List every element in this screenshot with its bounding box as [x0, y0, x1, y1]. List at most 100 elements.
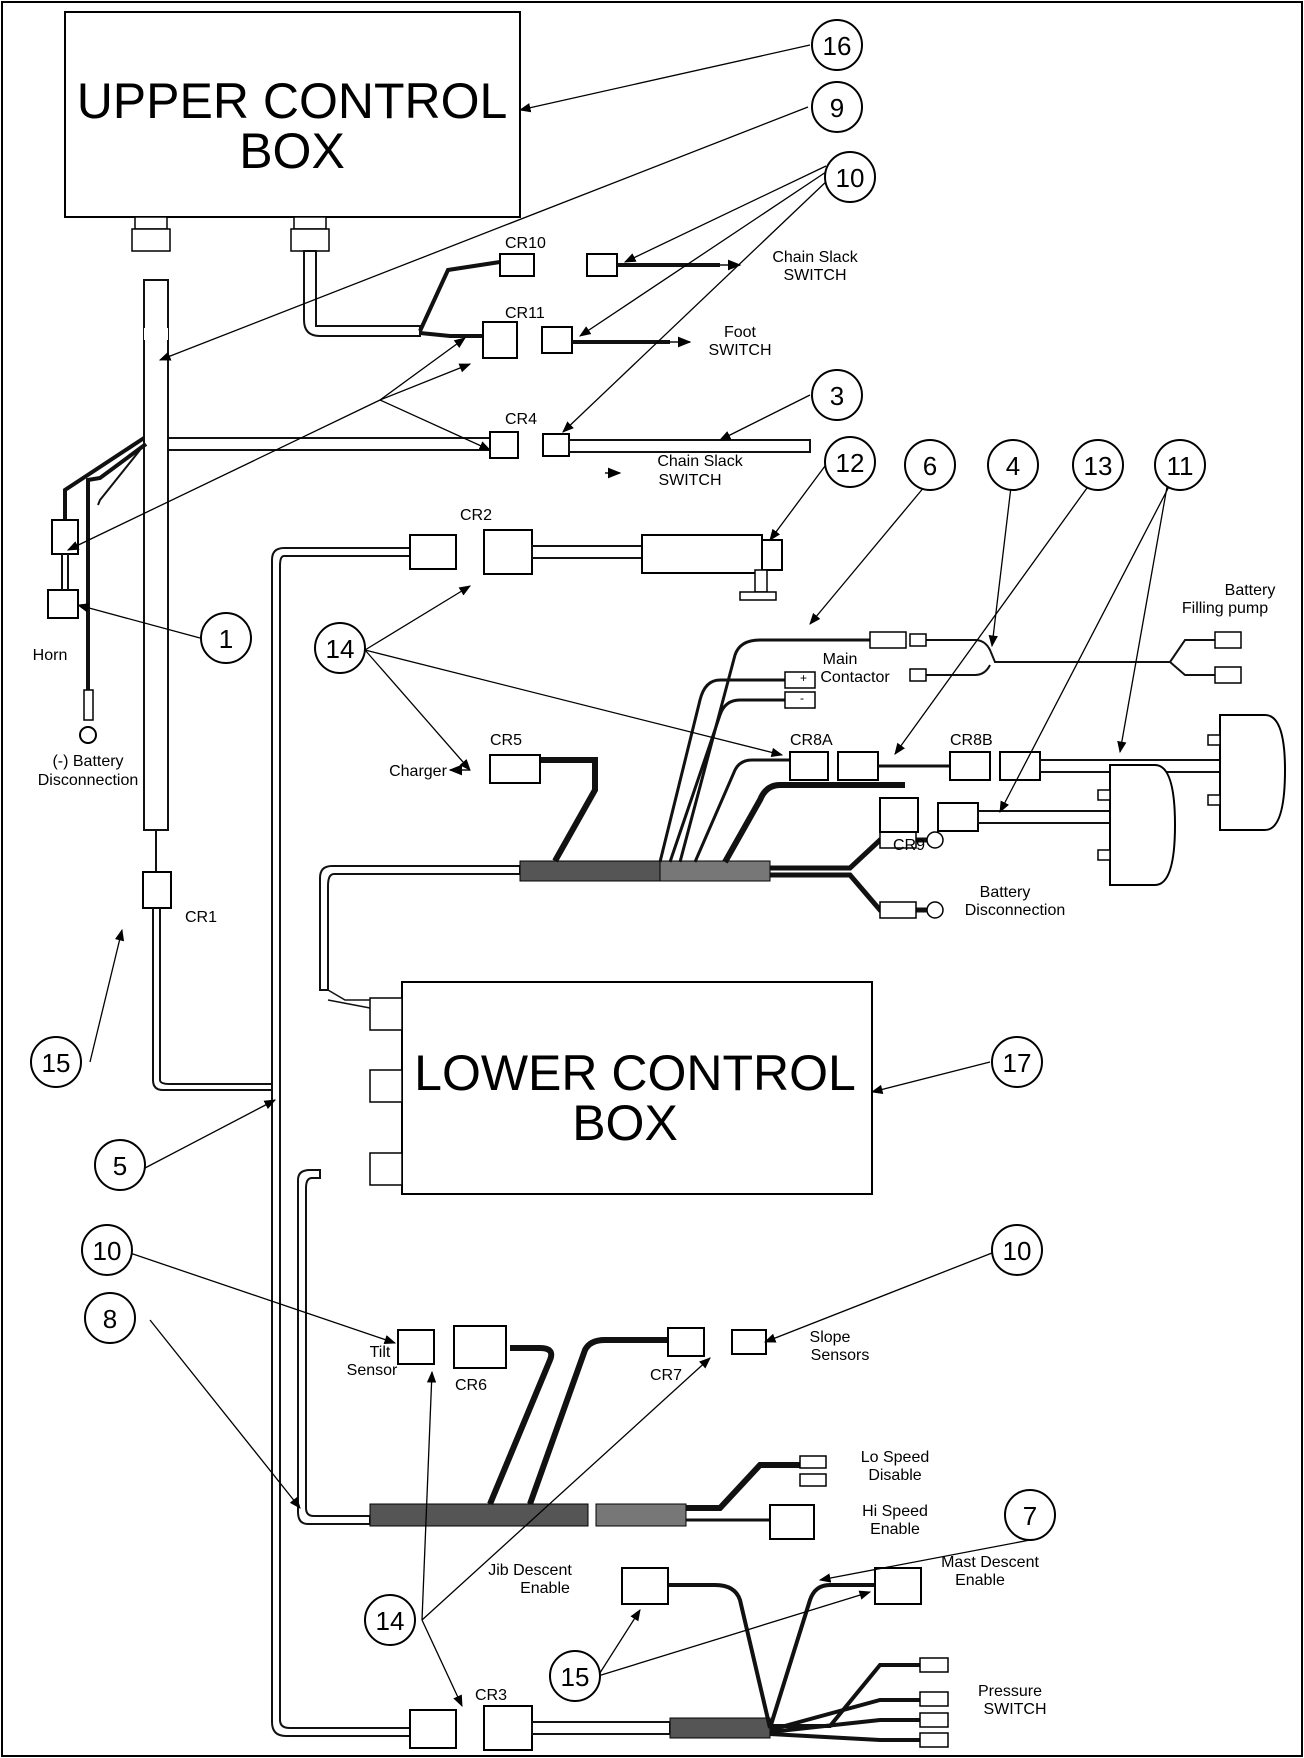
lower-box-title-line1: LOWER CONTROL [414, 1045, 856, 1101]
callout-12: 12 [824, 436, 876, 488]
label-mast-b: Enable [955, 1572, 1005, 1589]
lower-harness [297, 1169, 949, 1751]
svg-text:13: 13 [1084, 451, 1113, 481]
callout-9: 9 [811, 81, 863, 133]
upper-box-title-line1: UPPER CONTROL [77, 73, 508, 129]
callout-3: 3 [811, 369, 863, 421]
label-tilt-a: Tilt [370, 1344, 391, 1361]
callout-15-left: 15 [30, 1036, 82, 1088]
svg-text:10: 10 [836, 163, 865, 193]
label-battery-disc-right-a: Battery [980, 884, 1031, 901]
svg-text:7: 7 [1023, 1501, 1037, 1531]
leader-lines [66, 44, 1176, 1708]
svg-text:6: 6 [923, 451, 937, 481]
svg-text:16: 16 [823, 31, 852, 61]
callout-4: 4 [987, 439, 1039, 491]
svg-text:5: 5 [113, 1151, 127, 1181]
label-foot-b: SWITCH [708, 342, 771, 359]
svg-text:12: 12 [836, 448, 865, 478]
callout-10-right: 10 [991, 1224, 1043, 1276]
svg-text:4: 4 [1006, 451, 1020, 481]
label-cr3: CR3 [475, 1687, 507, 1704]
callout-14-bottom: 14 [364, 1594, 416, 1646]
svg-text:15: 15 [42, 1048, 71, 1078]
label-cr2: CR2 [460, 507, 492, 524]
lower-control-box: LOWER CONTROL BOX [401, 981, 873, 1195]
callout-15-bottom: 15 [549, 1650, 601, 1702]
callouts: 16 9 10 3 12 6 4 13 11 1 14 15 5 17 10 1… [30, 19, 1206, 1702]
svg-text:8: 8 [103, 1304, 117, 1334]
label-foot-a: Foot [724, 324, 757, 341]
upper-harness [47, 250, 811, 909]
lower-box-glands [369, 997, 403, 1186]
label-chain-slack-1a: Chain Slack [772, 249, 858, 266]
upper-box-glands [131, 216, 330, 252]
middle-harness [152, 529, 1287, 1737]
label-pressure-a: Pressure [978, 1683, 1042, 1700]
svg-text:17: 17 [1003, 1048, 1032, 1078]
callout-14-top: 14 [314, 622, 366, 674]
label-tilt-b: Sensor [347, 1362, 398, 1379]
callout-10-top: 10 [824, 151, 876, 203]
label-chain-slack-1b: SWITCH [783, 267, 846, 284]
label-slope-b: Sensors [811, 1347, 870, 1364]
svg-text:9: 9 [830, 93, 844, 123]
label-main-contactor-a: Main [823, 651, 858, 668]
lower-box-title-line2: BOX [572, 1095, 678, 1151]
callout-17: 17 [991, 1036, 1043, 1088]
label-mast-a: Mast Descent [941, 1554, 1039, 1571]
svg-text:11: 11 [1167, 451, 1194, 481]
label-slope-a: Slope [810, 1329, 851, 1346]
callout-10-left: 10 [81, 1224, 133, 1276]
label-lo-speed-a: Lo Speed [861, 1449, 930, 1466]
label-contactor-minus: - [800, 691, 804, 705]
label-chain-slack-2a: Chain Slack [657, 453, 743, 470]
svg-text:14: 14 [376, 1606, 405, 1636]
label-cr8a: CR8A [790, 732, 833, 749]
label-battery-fill-b: Filling pump [1182, 600, 1268, 617]
upper-box-title-line2: BOX [239, 123, 345, 179]
label-charger: Charger [389, 763, 447, 780]
label-cr6: CR6 [455, 1377, 487, 1394]
label-battery-fill-a: Battery [1225, 582, 1276, 599]
label-jib-a: Jib Descent [488, 1562, 572, 1579]
label-cr1: CR1 [185, 909, 217, 926]
connector-labels: CR10 CR11 CR4 CR2 CR5 CR8A CR8B CR9 CR1 … [185, 235, 993, 1704]
label-cr9: CR9 [893, 837, 925, 854]
label-lo-speed-b: Disable [868, 1467, 921, 1484]
callout-13: 13 [1072, 439, 1124, 491]
label-cr8b: CR8B [950, 732, 993, 749]
label-cr4: CR4 [505, 411, 537, 428]
label-battery-disc-left-a: (-) Battery [52, 753, 123, 770]
label-contactor-plus: + [800, 671, 807, 685]
label-hi-speed-b: Enable [870, 1521, 920, 1538]
label-jib-b: Enable [520, 1580, 570, 1597]
label-chain-slack-2b: SWITCH [658, 472, 721, 489]
label-cr10: CR10 [505, 235, 546, 252]
svg-text:15: 15 [561, 1662, 590, 1692]
device-labels: Chain Slack SWITCH Foot SWITCH Chain Sla… [33, 249, 1276, 1718]
callout-8: 8 [84, 1292, 136, 1344]
svg-text:14: 14 [326, 634, 355, 664]
svg-text:1: 1 [219, 624, 233, 654]
label-battery-disc-right-b: Disconnection [965, 902, 1066, 919]
svg-text:3: 3 [830, 381, 844, 411]
callout-5: 5 [94, 1139, 146, 1191]
label-cr7: CR7 [650, 1367, 682, 1384]
label-main-contactor-b: Contactor [820, 669, 890, 686]
label-pressure-b: SWITCH [983, 1701, 1046, 1718]
label-cr11: CR11 [505, 305, 545, 322]
callout-16: 16 [811, 19, 863, 71]
callout-1: 1 [200, 612, 252, 664]
label-horn: Horn [33, 647, 68, 664]
svg-text:10: 10 [1003, 1236, 1032, 1266]
callout-6: 6 [904, 439, 956, 491]
svg-text:10: 10 [93, 1236, 122, 1266]
callout-11: 11 [1154, 439, 1206, 491]
label-hi-speed-a: Hi Speed [862, 1503, 928, 1520]
upper-control-box: UPPER CONTROL BOX [64, 11, 521, 218]
label-cr5: CR5 [490, 732, 522, 749]
callout-7: 7 [1004, 1489, 1056, 1541]
label-battery-disc-left-b: Disconnection [38, 772, 139, 789]
